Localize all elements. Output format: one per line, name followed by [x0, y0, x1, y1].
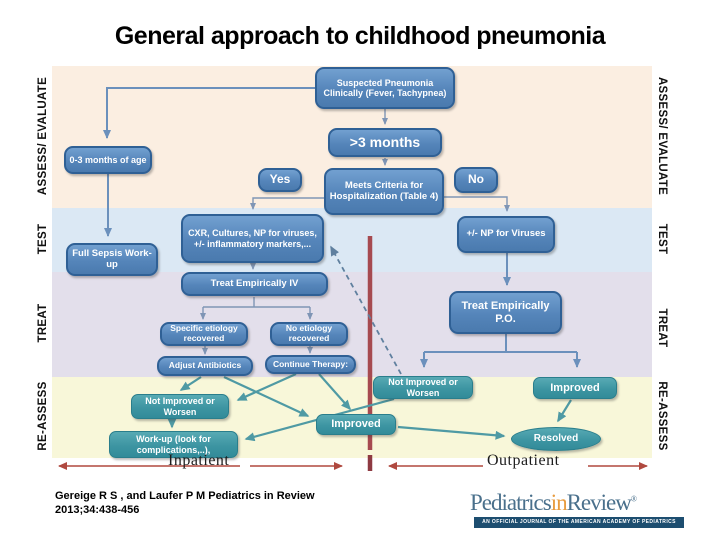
- node-specific-etiology: Specific etiology recovered: [160, 322, 248, 346]
- logo-pediatrics: Pediatrics: [470, 490, 552, 515]
- node-adjust-antibiotics: Adjust Antibiotics: [157, 356, 253, 376]
- node-improved-outpatient: Improved: [533, 377, 617, 399]
- side-label-reassess-right: RE-ASSESS: [656, 381, 668, 451]
- citation-line1: Gereige R S , and Laufer P M Pediatrics …: [55, 490, 315, 502]
- node-suspected-pneumonia: Suspected Pneumonia Clinically (Fever, T…: [315, 67, 455, 109]
- logo-registered-mark: ®: [630, 494, 637, 504]
- journal-logo: PediatricsinReview® AN OFFICIAL JOURNAL …: [470, 490, 684, 528]
- node-age-gt-3-months: >3 months: [328, 128, 442, 157]
- node-np-for-viruses: +/- NP for Viruses: [457, 216, 555, 253]
- logo-in: in: [550, 490, 568, 515]
- node-continue-therapy: Continue Therapy:: [265, 355, 356, 374]
- side-label-reassess-left: RE-ASSESS: [37, 381, 49, 451]
- label-outpatient: Outpatient: [487, 452, 560, 469]
- label-inpatient: Inpatient: [168, 452, 230, 469]
- node-meets-criteria: Meets Criteria for Hospitalization (Tabl…: [324, 168, 444, 215]
- citation-line2: 2013;34:438-456: [55, 504, 140, 517]
- journal-logo-tagline: AN OFFICIAL JOURNAL OF THE AMERICAN ACAD…: [474, 517, 684, 528]
- node-not-improved-inpatient: Not Improved or Worsen: [131, 394, 229, 419]
- node-full-sepsis-workup: Full Sepsis Work-up: [66, 243, 158, 276]
- node-improved-inpatient: Improved: [316, 414, 396, 435]
- node-no-etiology: No etiology recovered: [270, 322, 348, 346]
- citation: Gereige R S , and Laufer P M Pediatrics …: [55, 489, 315, 518]
- node-workup-complications: Work-up (look for complications,..),: [109, 431, 238, 458]
- page-title: General approach to childhood pneumonia: [114, 22, 606, 50]
- logo-review: Review: [566, 490, 632, 515]
- node-treat-empirically-po: Treat Empirically P.O.: [449, 291, 562, 334]
- node-no: No: [454, 167, 498, 193]
- node-yes: Yes: [258, 168, 302, 192]
- node-cxr-cultures: CXR, Cultures, NP for viruses, +/- infla…: [181, 214, 324, 263]
- journal-logo-text: PediatricsinReview®: [470, 490, 684, 516]
- node-age-0-3-months: 0-3 months of age: [64, 146, 152, 174]
- node-not-improved-outpatient: Not Improved or Worsen: [373, 376, 473, 399]
- node-resolved: Resolved: [511, 427, 601, 451]
- node-treat-empirically-iv: Treat Empirically IV: [181, 272, 328, 296]
